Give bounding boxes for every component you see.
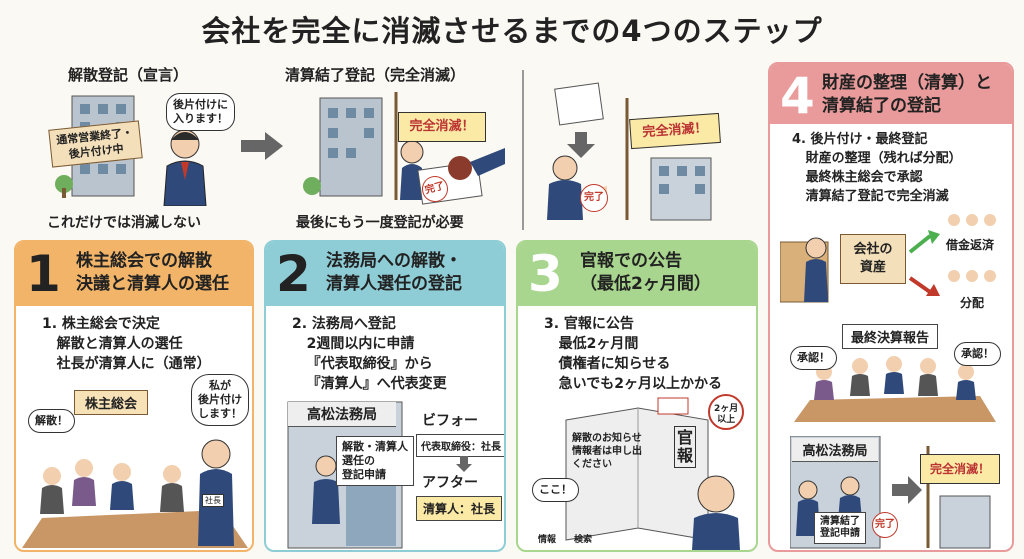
liquidation-label: 清算結了登記（完全消滅） [285, 66, 466, 84]
step2-heading: 法務局への解散・ 清算人選任の登記 [326, 251, 462, 294]
step3-heading: 官報での公告 （最低2ヶ月間） [580, 251, 711, 294]
final-report-sign: 最終決算報告 [842, 324, 939, 349]
debt-label: 借金返済 [946, 238, 995, 252]
step2-document: 解散・清算人 選任の 登記申請 [336, 436, 414, 486]
step1-heading: 株主総会での解散 決議と清算人の選任 [76, 251, 229, 294]
step3-card: 3 官報での公告 （最低2ヶ月間） 3. 官報に公告 最低2ヶ月間 債権者に知ら… [516, 240, 758, 552]
step4-card: 4 財産の整理（清算）と 清算結了の登記 4. 後片付け・最終登記 財産の整理（… [768, 62, 1014, 552]
final-document: 清算結了 登記申請 [814, 512, 866, 544]
final-flag: 完全消滅！ [920, 454, 1000, 484]
after-label: アフター [422, 475, 478, 491]
approve-left-bubble: 承認！ [790, 346, 837, 370]
dissolution-caption: これだけでは消滅しない [47, 215, 201, 231]
divider [522, 70, 524, 230]
liquidation-illustration [303, 92, 505, 205]
step2-number: 2 [276, 245, 311, 303]
name-badge: 社長 [202, 494, 224, 507]
step2-text: 2. 法務局へ登記 2週間以内に申請 『代表取締役』から 『清算人』へ代表変更 [292, 316, 447, 392]
person-label-2: 検索 [574, 535, 593, 545]
clock-label: 2ヶ月 以上 [714, 404, 739, 425]
step3-text: 3. 官報に公告 最低2ヶ月間 債権者に知らせる 急いでも2ヶ月以上かかる [544, 316, 722, 392]
step1-card: 1 株主総会での解散 決議と清算人の選任 1. 株主総会で決定 解散と清算人の選… [14, 240, 254, 552]
gazette-title: 官 報 [674, 426, 697, 468]
shareholder-meeting-illustration [22, 439, 248, 548]
meeting-sign: 株主総会 [74, 390, 149, 415]
after-value: 清算人：社長 [416, 496, 503, 521]
arrow-right-icon [241, 132, 283, 160]
step1-number: 1 [26, 245, 61, 303]
arrow-down-icon [456, 456, 472, 472]
final-meeting-illustration [794, 356, 996, 422]
step4-number: 4 [780, 67, 815, 125]
step2-card: 2 法務局への解散・ 清算人選任の登記 2. 法務局へ登記 2週間以内に申請 『… [264, 240, 506, 552]
page-title: 会社を完全に消滅させるまでの4つのステップ [201, 14, 823, 48]
liquidation-caption: 最後にもう一度登記が必要 [296, 215, 464, 231]
person-label-1: 情報 [538, 535, 557, 545]
liquidation-flag: 完全消滅！ [398, 112, 486, 142]
right-flag: 完全消滅！ [629, 112, 721, 150]
dissolution-bubble: 後片付けに 入ります！ [166, 93, 235, 131]
step1-bubble-left: 解散！ [28, 409, 75, 433]
final-stamp: 完了 [872, 512, 898, 538]
before-value: 代表取締役：社長 [416, 434, 504, 457]
assets-box: 会社の 資産 [840, 234, 906, 284]
step3-bubble: ここ！ [532, 478, 579, 502]
step4-text: 4. 後片付け・最終登記 財産の整理（残れば分配） 最終株主総会で承認 清算結了… [792, 132, 962, 204]
step4-heading: 財産の整理（清算）と 清算結了の登記 [822, 73, 992, 116]
asset-distribution-illustration [780, 214, 996, 303]
approve-right-bubble: 承認！ [954, 342, 1001, 366]
office-sign: 高松法務局 [288, 402, 396, 427]
right-stamp: 完了 [580, 184, 608, 212]
gazette-illustration [565, 394, 744, 550]
step1-text: 1. 株主総会で決定 解散と清算人の選任 社長が清算人に（通常） [42, 316, 211, 372]
before-label: ビフォー [422, 413, 478, 429]
step1-bubble-right: 私が 後片付け します！ [191, 374, 249, 426]
dissolution-label: 解散登記（宣言） [68, 66, 189, 84]
final-office-sign: 高松法務局 [792, 438, 878, 462]
completion-illustration [547, 82, 712, 221]
distribute-label: 分配 [960, 296, 985, 310]
gazette-notice: 解散のお知らせ 情報者は申し出 ください [572, 433, 642, 470]
step3-number: 3 [528, 245, 563, 303]
